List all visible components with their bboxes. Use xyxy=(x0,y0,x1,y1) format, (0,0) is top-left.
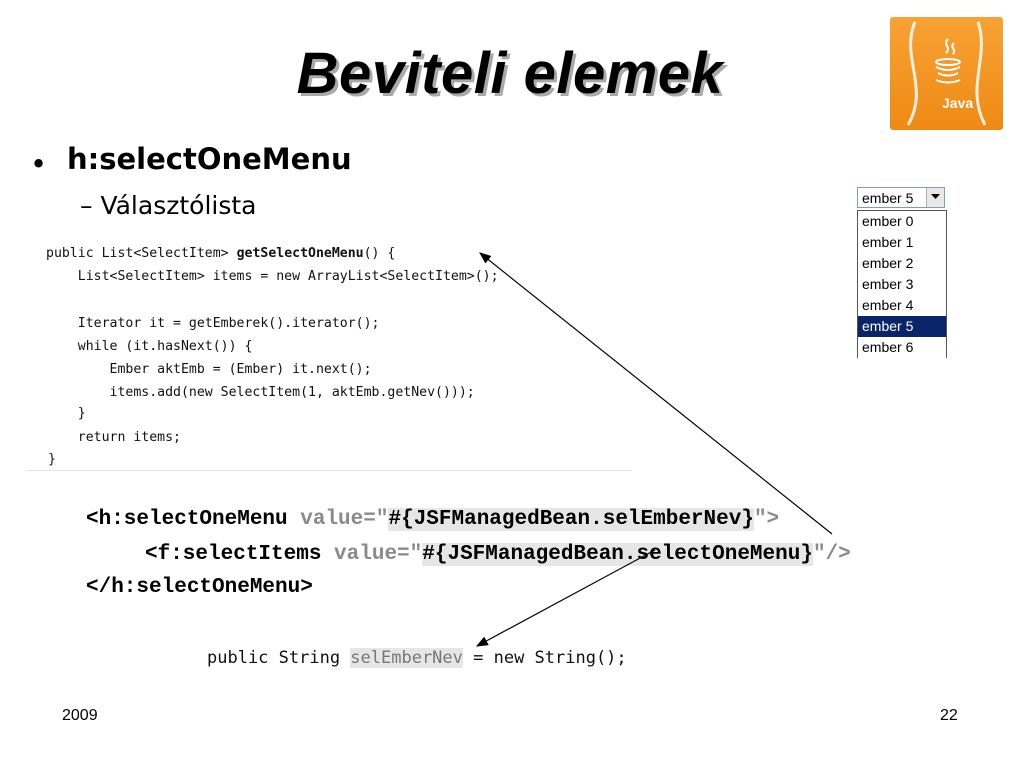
dropdown-option[interactable]: ember 2 xyxy=(862,255,914,271)
bullet-h-selectonemenu: h:selectOneMenu xyxy=(67,142,352,176)
dropdown-option[interactable]: ember 6 xyxy=(862,339,914,355)
code-line: items.add(new SelectItem(1, aktEmb.getNe… xyxy=(46,385,475,400)
method-name: getSelectOneMenu xyxy=(236,246,364,261)
java-cup-icon xyxy=(906,21,987,126)
code-line: } xyxy=(48,452,56,467)
code-line: Iterator it = getEmberek().iterator(); xyxy=(46,316,380,331)
field-declaration: public String selEmberNev = new String()… xyxy=(207,648,627,668)
dropdown-option[interactable]: ember 3 xyxy=(862,276,914,292)
page-number: 22 xyxy=(940,707,958,724)
java-code-block: public List<SelectItem> getSelectOneMenu… xyxy=(26,242,632,471)
dropdown-option-selected[interactable]: ember 5 xyxy=(858,316,946,337)
java-logo: Java xyxy=(890,17,1003,130)
slide-title: Beviteli elemek xyxy=(296,41,724,106)
arrow-to-method xyxy=(479,252,833,535)
dropdown-option[interactable]: ember 0 xyxy=(862,213,914,229)
combo-selected-value: ember 5 xyxy=(862,190,914,206)
dropdown-option[interactable]: ember 1 xyxy=(862,234,914,250)
chevron-down-icon xyxy=(931,194,940,199)
select-combo[interactable]: ember 5 xyxy=(857,187,945,208)
code-line: while (it.hasNext()) { xyxy=(46,339,253,354)
code-line: List<SelectItem> items = new ArrayList<S… xyxy=(46,269,499,284)
footer-year: 2009 xyxy=(62,707,98,724)
el-expression: #{JSFManagedBean.selectOneMenu} xyxy=(422,543,813,566)
code-line: return items; xyxy=(46,430,181,445)
sub-bullet-valasztolista: – Választólista xyxy=(80,191,257,220)
code-line: public List<SelectItem> getSelectOneMenu… xyxy=(46,246,396,261)
dropdown-button[interactable] xyxy=(926,188,944,207)
field-name: selEmberNev xyxy=(350,648,463,668)
code-line: Ember aktEmb = (Ember) it.next(); xyxy=(46,362,372,377)
java-wordmark: Java xyxy=(942,95,974,111)
jsf-line: <h:selectOneMenu value="#{JSFManagedBean… xyxy=(86,508,780,531)
jsf-line: </h:selectOneMenu> xyxy=(86,576,313,599)
el-expression: #{JSFManagedBean.selEmberNev} xyxy=(388,508,754,531)
code-line: } xyxy=(46,406,86,421)
bullet-dot: • xyxy=(30,147,48,181)
arrow-to-field xyxy=(475,549,656,647)
dropdown-list: ember 0 ember 1 ember 2 ember 3 ember 4 … xyxy=(857,210,947,358)
jsf-line: <f:selectItems value="#{JSFManagedBean.s… xyxy=(145,543,851,566)
dropdown-option[interactable]: ember 4 xyxy=(862,297,914,313)
